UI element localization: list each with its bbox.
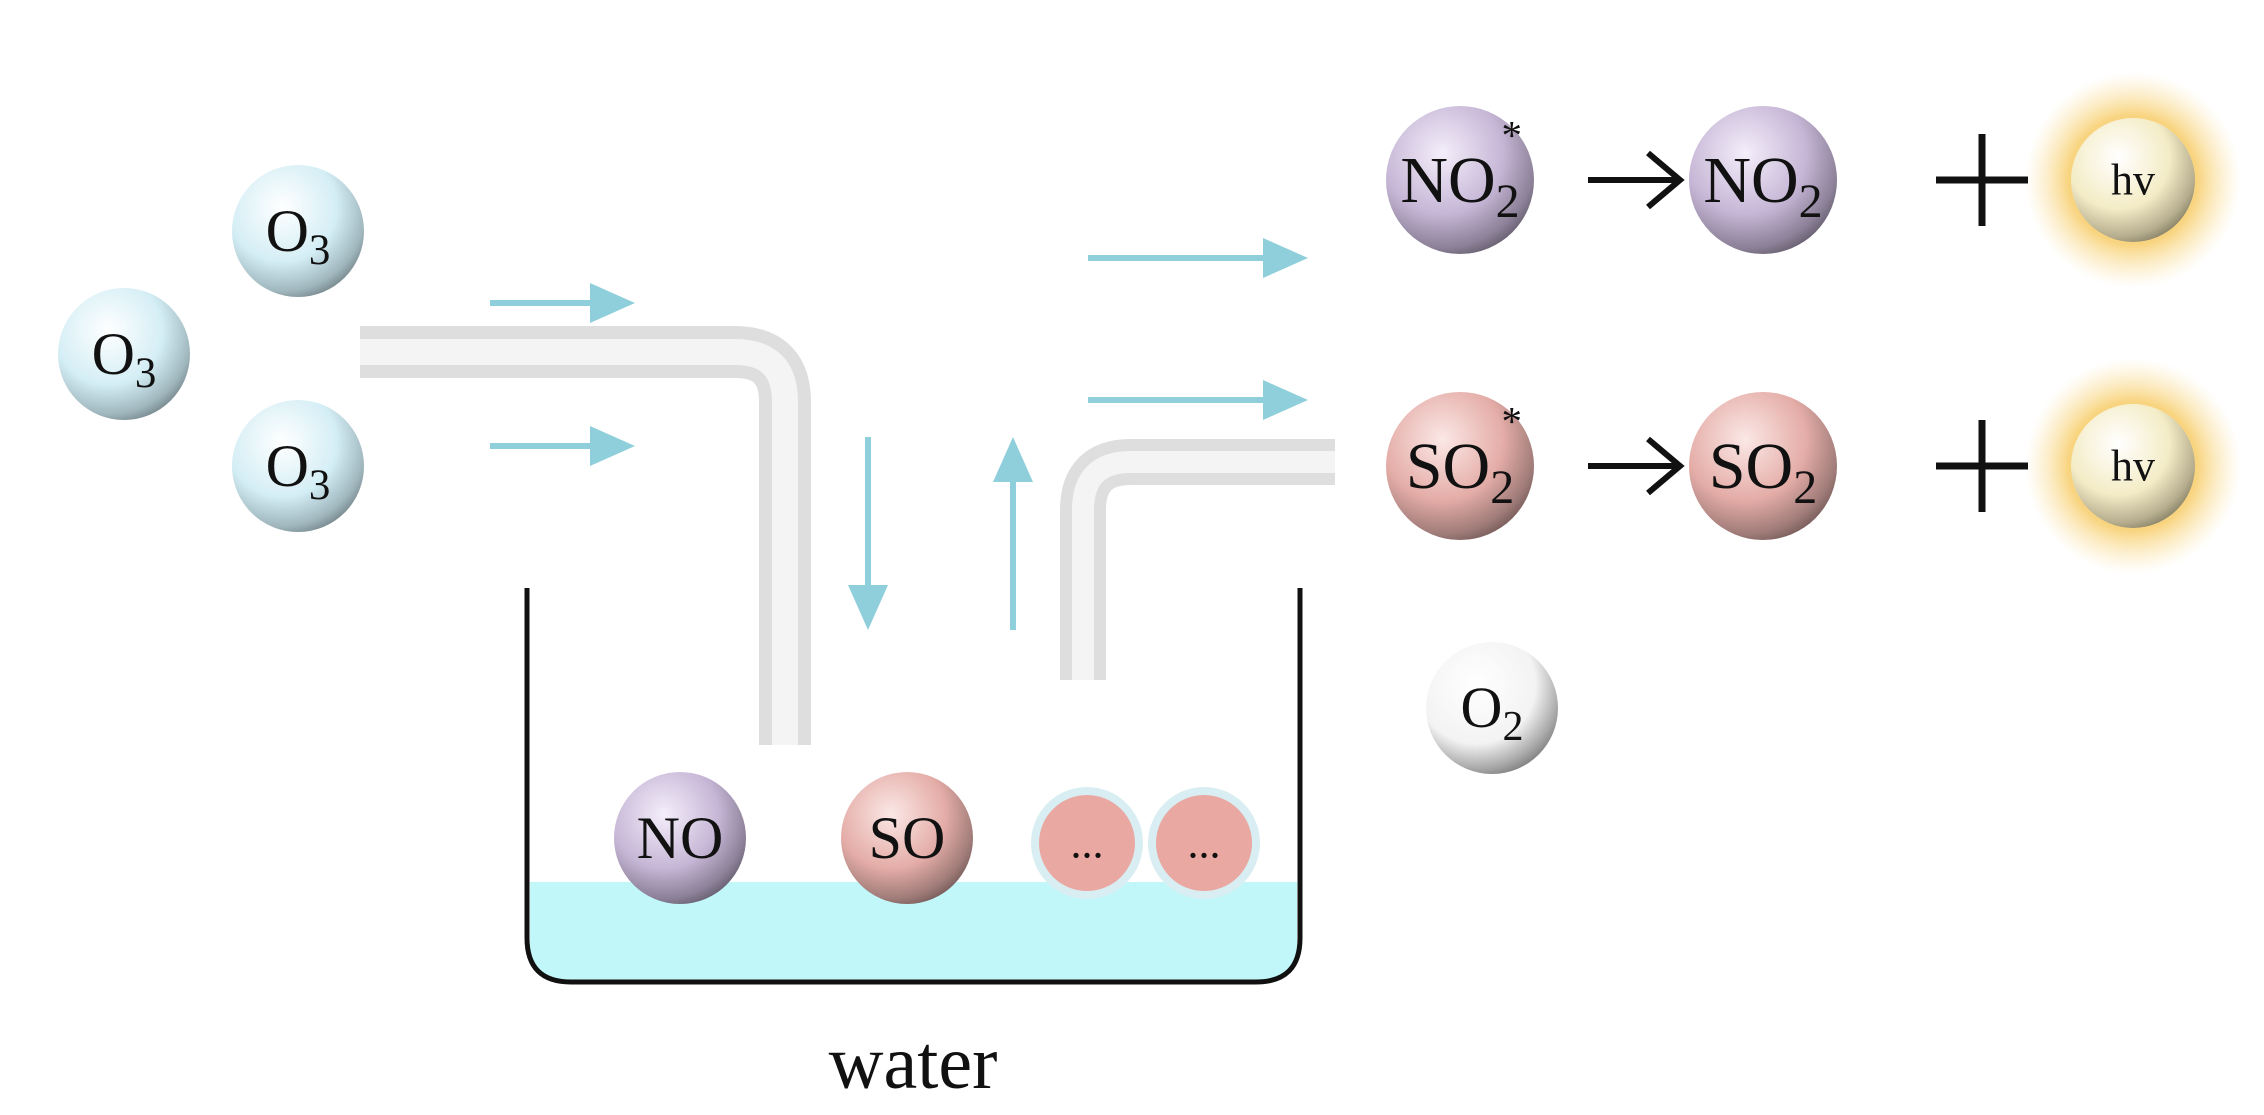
formula-main: NO (637, 805, 724, 871)
molecule-other-2: ... (1148, 787, 1260, 899)
molecule-no-in-water: NO (614, 772, 746, 904)
molecule-formula: hv (2111, 156, 2155, 205)
formula-main: SO (1709, 430, 1793, 503)
molecule-ball (841, 772, 973, 904)
molecule-formula: SO2 (1709, 430, 1817, 514)
molecule-ball (1386, 106, 1534, 254)
molecule-ball (2071, 404, 2195, 528)
molecule-formula: O2 (1461, 675, 1524, 750)
inlet-tube (360, 326, 811, 745)
molecule-no2-ground: NO2 (1689, 106, 1837, 254)
formula-subscript: 3 (135, 350, 157, 397)
molecule-ozone-3: O3 (232, 400, 364, 532)
formula-main: ... (1188, 819, 1221, 868)
formula-main: hv (2111, 156, 2155, 205)
formula-main: NO (1703, 144, 1798, 217)
molecule-formula: ... (1071, 819, 1104, 868)
formula-subscript: 2 (1793, 461, 1817, 514)
flow-arrow-up (993, 437, 1033, 630)
molecule-ball (1031, 787, 1143, 899)
molecule-formula: hv (2111, 442, 2155, 491)
molecule-formula: NO (637, 805, 724, 871)
molecule-formula: O3 (266, 198, 331, 274)
molecule-ball (58, 288, 190, 420)
molecule-formula: NO2 (1400, 144, 1519, 228)
water-fill (530, 882, 1297, 982)
formula-subscript: 3 (309, 227, 331, 274)
formula-subscript: 2 (1496, 175, 1520, 228)
molecule-ball (1386, 392, 1534, 540)
formula-main: O (1461, 675, 1503, 740)
flow-arrows (490, 238, 1308, 630)
outlet-tube (1060, 439, 1335, 680)
formula-subscript: 2 (1490, 461, 1514, 514)
flow-arrow-down (848, 437, 888, 630)
molecule-ball (1148, 787, 1260, 899)
flow-arrow-right-4 (1088, 380, 1308, 420)
molecule-ball (614, 772, 746, 904)
formula-main: O (92, 321, 135, 387)
flow-arrow-right-3 (1088, 238, 1308, 278)
molecule-photon-2: hv (2071, 404, 2195, 528)
formula-subscript: 2 (1502, 704, 1523, 750)
molecule-no2-excited: NO2* (1386, 106, 1534, 254)
molecule-other-1: ... (1031, 787, 1143, 899)
molecule-ball (1689, 392, 1837, 540)
flow-arrow-right-1 (490, 283, 635, 323)
molecule-formula: O3 (92, 321, 157, 397)
reaction-arrow-so2 (1588, 436, 1685, 496)
molecule-so2-excited: SO2* (1386, 392, 1534, 540)
formula-superscript: * (1502, 398, 1523, 444)
molecule-formula: ... (1188, 819, 1221, 868)
flow-arrow-right-2 (490, 426, 635, 466)
formula-main: SO (1406, 430, 1490, 503)
formula-main: O (266, 433, 309, 499)
molecule-formula: SO2 (1406, 430, 1514, 514)
water-beaker (524, 588, 1303, 985)
molecule-ball (232, 400, 364, 532)
plus-sign-2 (1936, 420, 2028, 512)
molecule-ball (232, 165, 364, 297)
formula-main: O (266, 198, 309, 264)
molecule-formula: O3 (266, 433, 331, 509)
molecule-formula: SO (869, 805, 946, 871)
formula-main: hv (2111, 442, 2155, 491)
molecule-oxygen: O2 (1426, 642, 1558, 774)
molecule-so-in-water: SO (841, 772, 973, 904)
plus-sign-1 (1936, 134, 2028, 226)
molecule-formula: NO2 (1703, 144, 1822, 228)
formula-subscript: 3 (309, 462, 331, 509)
molecule-ozone-1: O3 (232, 165, 364, 297)
molecule-ozone-2: O3 (58, 288, 190, 420)
molecule-ball (1426, 642, 1558, 774)
formula-subscript: 2 (1799, 175, 1823, 228)
formula-superscript: * (1502, 112, 1523, 158)
formula-main: SO (869, 805, 946, 871)
formula-main: ... (1071, 819, 1104, 868)
molecule-ball (1689, 106, 1837, 254)
water-label: water (829, 1021, 998, 1105)
beaker-outline (524, 588, 1303, 985)
molecule-photon-1: hv (2071, 118, 2195, 242)
molecule-ball (2071, 118, 2195, 242)
molecule-so2-ground: SO2 (1689, 392, 1837, 540)
formula-main: NO (1400, 144, 1495, 217)
reaction-arrow-no2 (1588, 150, 1685, 210)
